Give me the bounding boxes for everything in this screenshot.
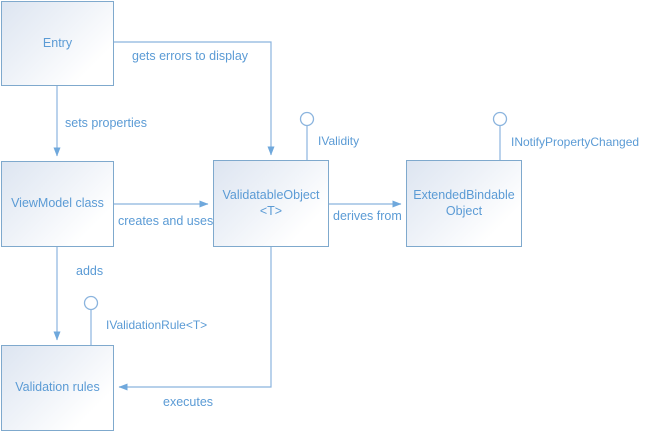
interface-lollipop-inotifypropertychanged (492, 111, 508, 160)
edge-label-sets-properties: sets properties (65, 116, 147, 130)
connector-gets-errors-to-display (114, 41, 275, 156)
node-validatable-object-generic: <T> (259, 203, 283, 218)
node-extended-bindable-object[interactable]: ExtendedBindable Object (406, 160, 522, 247)
edge-label-adds: adds (76, 264, 104, 278)
node-validatable-object-label: ValidatableObject (222, 187, 320, 202)
interface-lollipop-ivalidationrule (83, 295, 99, 345)
connector-executes (118, 247, 272, 391)
node-extended-bindable-object-label-2: Object (445, 203, 483, 218)
edge-label-derives-from: derives from (333, 209, 402, 223)
node-entry-label: Entry (42, 35, 73, 50)
interface-label-inotifypropertychanged: INotifyPropertyChanged (511, 135, 640, 149)
node-extended-bindable-object-label: ExtendedBindable (413, 187, 515, 202)
node-entry[interactable]: Entry (1, 1, 114, 86)
edge-label-gets-errors-to-display: gets errors to display (132, 49, 249, 63)
node-viewmodel-class-label: ViewModel class (11, 196, 104, 211)
interface-label-ivalidity: IValidity (318, 134, 360, 148)
node-viewmodel-class[interactable]: ViewModel class (1, 161, 114, 247)
node-validatable-object[interactable]: ValidatableObject <T> (213, 160, 329, 247)
edge-label-executes: executes (163, 395, 214, 409)
interface-label-ivalidationrule: IValidationRule<T> (106, 318, 208, 332)
node-validation-rules[interactable]: Validation rules (1, 345, 114, 431)
edge-label-creates-and-uses: creates and uses (118, 214, 214, 228)
node-validation-rules-label: Validation rules (15, 380, 100, 395)
interface-lollipop-ivalidity (299, 111, 315, 160)
